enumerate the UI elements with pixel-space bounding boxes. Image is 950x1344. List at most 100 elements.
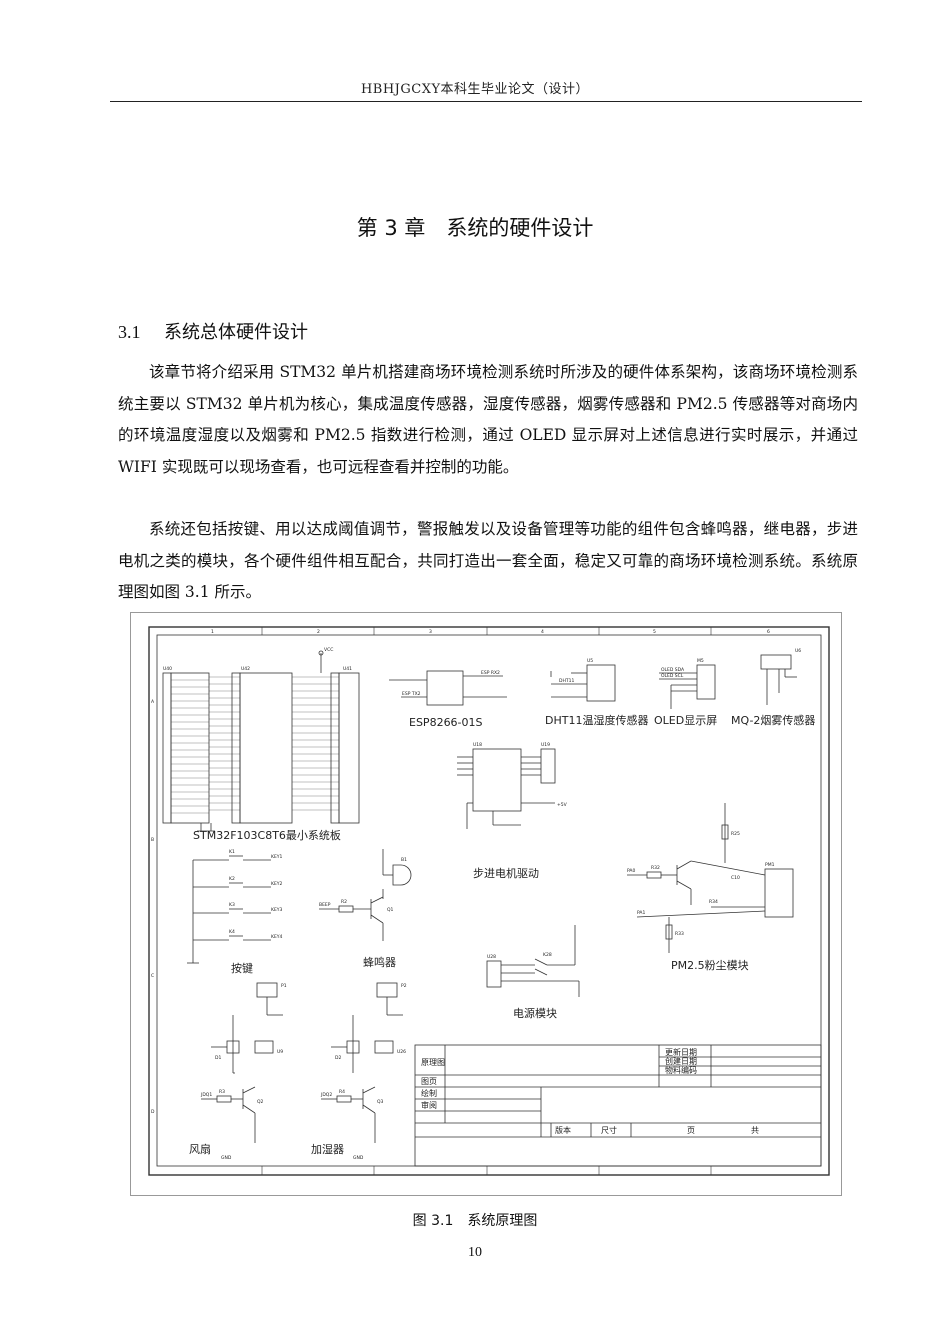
d2-label: D2 [335, 1055, 341, 1061]
dht11-net: DHT11 [559, 678, 574, 684]
power-label: 电源模块 [513, 1006, 557, 1020]
grid-col-6: 6 [767, 629, 770, 635]
tb-total: 共 [751, 1126, 759, 1135]
d1-label: D1 [215, 1055, 221, 1061]
u9-label: U9 [277, 1049, 283, 1055]
r25-label: R25 [731, 831, 740, 837]
grid-row-b: B [151, 837, 154, 843]
p2-label: P2 [401, 983, 407, 989]
chapter-title: 第 3 章 系统的硬件设计 [356, 216, 594, 240]
mq2-sensor [760, 654, 797, 705]
u40-label: U40 [163, 666, 172, 672]
r4-label: R4 [339, 1089, 345, 1095]
key3-net: KEY3 [271, 907, 283, 913]
humidifier-label: 加湿器 [311, 1143, 344, 1156]
humidifier-circuit [321, 982, 403, 1143]
c10-label: C10 [731, 875, 740, 881]
oled-display [659, 664, 716, 709]
schematic-diagram: 1 2 3 4 5 6 A B C D [148, 626, 830, 1176]
power-module [486, 925, 580, 997]
grid-row-d: D [151, 1109, 155, 1115]
tb-version: 版本 [555, 1125, 571, 1135]
tb-page: 页 [687, 1126, 695, 1135]
r2-label: R2 [341, 899, 347, 905]
esp8266-module [389, 670, 507, 706]
running-header: HBHJGCXY本科生毕业论文（设计） [360, 82, 590, 97]
grid-row-a: A [151, 699, 155, 705]
drawing-frame-outer [148, 626, 830, 1176]
m5-label: M5 [697, 658, 704, 664]
r32-label: R32 [651, 865, 660, 871]
fan-circuit [201, 982, 283, 1143]
section-title: 系统总体硬件设计 [164, 322, 308, 343]
drawing-frame-inner [156, 634, 822, 1167]
tb-create-date: 创建日期 [665, 1056, 697, 1066]
schematic-figure: 1 2 3 4 5 6 A B C D [130, 612, 842, 1196]
dht11-sensor [550, 664, 616, 702]
key2-net: KEY2 [271, 881, 283, 887]
q3-label: Q3 [377, 1099, 384, 1105]
tb-name-label: 原理图 [421, 1058, 445, 1067]
paragraph-2: 系统还包括按键、用以达成阈值调节，警报触发以及设备管理等功能的组件包含蜂鸣器，继… [118, 520, 858, 601]
esp-tx-net: ESP TX2 [402, 691, 421, 697]
key4-net: KEY4 [271, 934, 283, 940]
pa0-net: PA0 [627, 868, 636, 874]
buzzer-circuit [319, 849, 412, 941]
oled-sda-net: OLED SDA [661, 667, 685, 673]
humidifier-gnd: GND [353, 1155, 364, 1161]
oled-scl-net: OLED SCL [661, 673, 684, 679]
grid-row-c: C [151, 973, 154, 979]
grid-col-2: 2 [317, 629, 320, 635]
u6-label: U6 [795, 648, 801, 654]
stm32-board [162, 650, 360, 832]
section-heading: 3.1 系统总体硬件设计 [118, 318, 308, 344]
u42-label: U42 [241, 666, 250, 672]
stepper-5v: +5V [557, 802, 568, 808]
k28-label: K28 [543, 952, 552, 958]
u41-label: U41 [343, 666, 352, 672]
key1-net: KEY1 [271, 854, 283, 860]
stepper-label: 步进电机驱动 [473, 866, 539, 880]
tb-material-code: 物料编码 [665, 1065, 697, 1075]
page-number: 10 [468, 1245, 482, 1260]
esp-label: ESP8266-01S [409, 716, 483, 729]
dht-label: DHT11温湿度传感器 [545, 713, 648, 727]
header-rule [110, 101, 862, 102]
pm25-label: PM2.5粉尘模块 [671, 959, 749, 972]
oled-label: OLED显示屏 [654, 714, 717, 727]
u5-label: U5 [587, 658, 593, 664]
tb-size: 尺寸 [601, 1125, 617, 1135]
q1-label: Q1 [387, 907, 394, 913]
tb-sheet-label: 图页 [421, 1077, 437, 1086]
tb-drawn-label: 绘制 [421, 1088, 437, 1098]
grid-col-1: 1 [211, 629, 214, 635]
r33-label: R33 [675, 931, 684, 937]
stm32-board-label: STM32F103C8T6最小系统板 [193, 828, 341, 842]
pm1-label: PM1 [765, 862, 775, 868]
u18-label: U18 [473, 742, 482, 748]
paragraph-1: 该章节将介绍采用 STM32 单片机搭建商场环境检测系统时所涉及的硬件体系架构，… [118, 363, 858, 476]
u28-label: U28 [487, 954, 496, 960]
k1-label: K1 [229, 849, 235, 855]
b1-label: B1 [401, 857, 407, 863]
grid-col-5: 5 [653, 629, 656, 635]
q2-label: Q2 [257, 1099, 264, 1105]
keys-label: 按键 [231, 961, 253, 975]
frame-grid-columns [261, 627, 712, 1175]
pa1-net: PA1 [637, 910, 646, 916]
tb-check-label: 审阅 [421, 1100, 437, 1110]
section-number: 3.1 [118, 322, 141, 342]
r3-label: R3 [219, 1089, 225, 1095]
fan-gnd: GND [221, 1155, 232, 1161]
stm32-vcc-label: VCC [324, 647, 333, 653]
jdq2-net: JDQ2 [320, 1092, 332, 1098]
k2-label: K2 [229, 876, 235, 882]
pm25-module [627, 803, 794, 953]
u26-label: U26 [397, 1049, 406, 1055]
esp-rx-net: ESP RX2 [481, 670, 500, 676]
grid-col-4: 4 [541, 629, 544, 635]
beep-net: BEEP [319, 902, 331, 908]
u19-label: U19 [541, 742, 550, 748]
grid-col-3: 3 [429, 629, 432, 635]
stepper-driver [457, 748, 556, 829]
